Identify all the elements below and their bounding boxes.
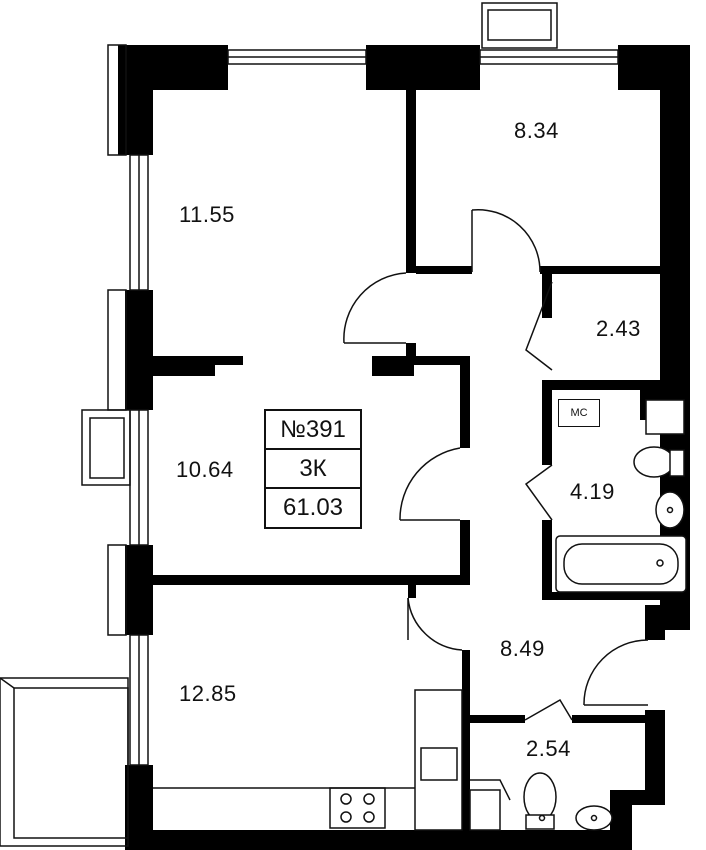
area-bedroom-middle: 10.64 <box>176 457 234 482</box>
area-bedroom-top-right: 8.34 <box>514 118 559 143</box>
area-kitchen-living: 12.85 <box>179 681 237 706</box>
area-toilet: 2.54 <box>526 736 571 761</box>
apartment-type: 3К <box>266 450 360 489</box>
area-storage: 2.43 <box>596 316 641 341</box>
toilet-fixtures <box>469 772 613 831</box>
washing-machine-tag: МС <box>558 399 600 427</box>
apartment-number: №391 <box>266 411 360 450</box>
area-hallway: 8.49 <box>500 636 545 661</box>
kitchen-fixtures <box>153 689 463 831</box>
interior-walls <box>153 88 662 830</box>
bathroom-fixtures <box>555 399 687 593</box>
area-bathroom: 4.19 <box>570 479 615 504</box>
apartment-total-area: 61.03 <box>282 494 344 521</box>
apartment-info-box: №391 3К 61.03 <box>264 409 362 529</box>
balconies <box>0 2 558 847</box>
area-bedroom-top-left: 11.55 <box>179 202 235 227</box>
door-swings <box>343 208 649 801</box>
windows <box>129 49 619 766</box>
exterior-walls <box>118 45 690 850</box>
